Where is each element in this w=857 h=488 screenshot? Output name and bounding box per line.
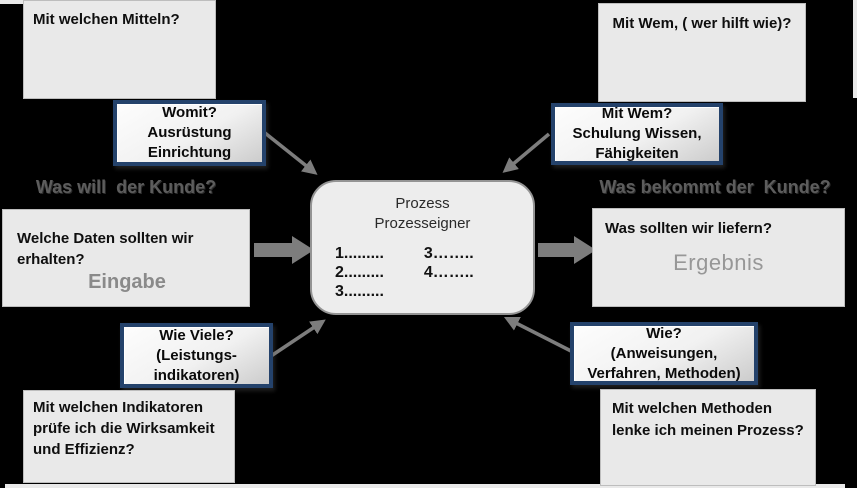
wie-viele-line-1: Wie Viele? bbox=[159, 326, 234, 344]
box-output: Was sollten wir liefern? Ergebnis bbox=[592, 208, 845, 307]
box-indicators: Mit welchen Indikatoren prüfe ich die Wi… bbox=[23, 390, 235, 483]
process-item: 3......... bbox=[335, 283, 384, 300]
process-item: 2......... bbox=[335, 264, 384, 281]
box-mit-wem: Mit Wem? Schulung Wissen, Fähigkeiten bbox=[551, 103, 723, 165]
input-label: Eingabe bbox=[88, 271, 166, 293]
wie-viele-line-3: indikatoren) bbox=[153, 366, 240, 384]
mit-wem-line-1: Mit Wem? bbox=[601, 105, 673, 122]
arrow-mitwem-to-process bbox=[502, 132, 551, 173]
process-title-line-2: Prozesseigner bbox=[374, 215, 471, 232]
wie-line-1: Wie? bbox=[646, 324, 682, 342]
input-block-arrow bbox=[254, 236, 314, 264]
process-list-right: 3…….. 4…….. bbox=[424, 244, 474, 301]
womit-line-3: Einrichtung bbox=[147, 144, 232, 161]
arrow-wieviele-to-process bbox=[270, 319, 326, 358]
edge-artifact-bottom bbox=[5, 484, 845, 488]
mit-wem-line-2: Schulung Wissen, bbox=[572, 125, 702, 142]
arrow-wie-to-process bbox=[503, 316, 572, 353]
box-means: Mit welchen Mitteln? bbox=[23, 0, 216, 99]
womit-line-1: Womit? bbox=[162, 104, 217, 121]
box-womit: Womit? Ausrüstung Einrichtung bbox=[113, 100, 266, 166]
box-methods: Mit welchen Methoden lenke ich meinen Pr… bbox=[600, 389, 816, 486]
box-indicators-text: Mit welchen Indikatoren prüfe ich die Wi… bbox=[33, 399, 215, 458]
process-item: 4…….. bbox=[423, 264, 474, 281]
output-label: Ergebnis bbox=[673, 250, 764, 275]
box-who-helps-text: Mit Wem, ( wer hilft wie)? bbox=[612, 15, 792, 32]
box-methods-text: Mit welchen Methoden lenke ich meinen Pr… bbox=[612, 400, 804, 439]
customer-wants-heading: Was will der Kunde? bbox=[35, 177, 217, 197]
output-block-arrow bbox=[538, 236, 596, 264]
mit-wem-line-3: Fähigkeiten bbox=[595, 145, 679, 162]
process-item: 1......... bbox=[335, 245, 384, 262]
customer-gets-heading: Was bekommt der Kunde? bbox=[599, 177, 831, 197]
wie-line-3: Verfahren, Methoden) bbox=[587, 364, 741, 382]
womit-line-2: Ausrüstung bbox=[147, 124, 232, 141]
process-item: 3…….. bbox=[423, 245, 474, 262]
process-box: Prozess Prozesseigner 1......... 2......… bbox=[310, 180, 535, 315]
box-wie-viele: Wie Viele? (Leistungs- indikatoren) bbox=[120, 323, 273, 388]
wie-viele-line-2: (Leistungs- bbox=[156, 346, 237, 364]
box-input: Welche Daten sollten wir erhalten? Einga… bbox=[2, 209, 250, 307]
process-title-line-1: Prozess bbox=[395, 195, 450, 212]
box-who-helps: Mit Wem, ( wer hilft wie)? bbox=[598, 3, 806, 102]
output-question: Was sollten wir liefern? bbox=[605, 220, 772, 237]
wie-line-2: (Anweisungen, bbox=[610, 344, 718, 362]
box-means-text: Mit welchen Mitteln? bbox=[33, 11, 180, 28]
box-wie: Wie? (Anweisungen, Verfahren, Methoden) bbox=[570, 322, 758, 385]
input-question: Welche Daten sollten wir erhalten? bbox=[17, 230, 194, 268]
process-list-left: 1......... 2......... 3......... bbox=[335, 244, 384, 301]
edge-artifact-right bbox=[853, 0, 857, 98]
arrow-womit-to-process bbox=[263, 131, 318, 175]
